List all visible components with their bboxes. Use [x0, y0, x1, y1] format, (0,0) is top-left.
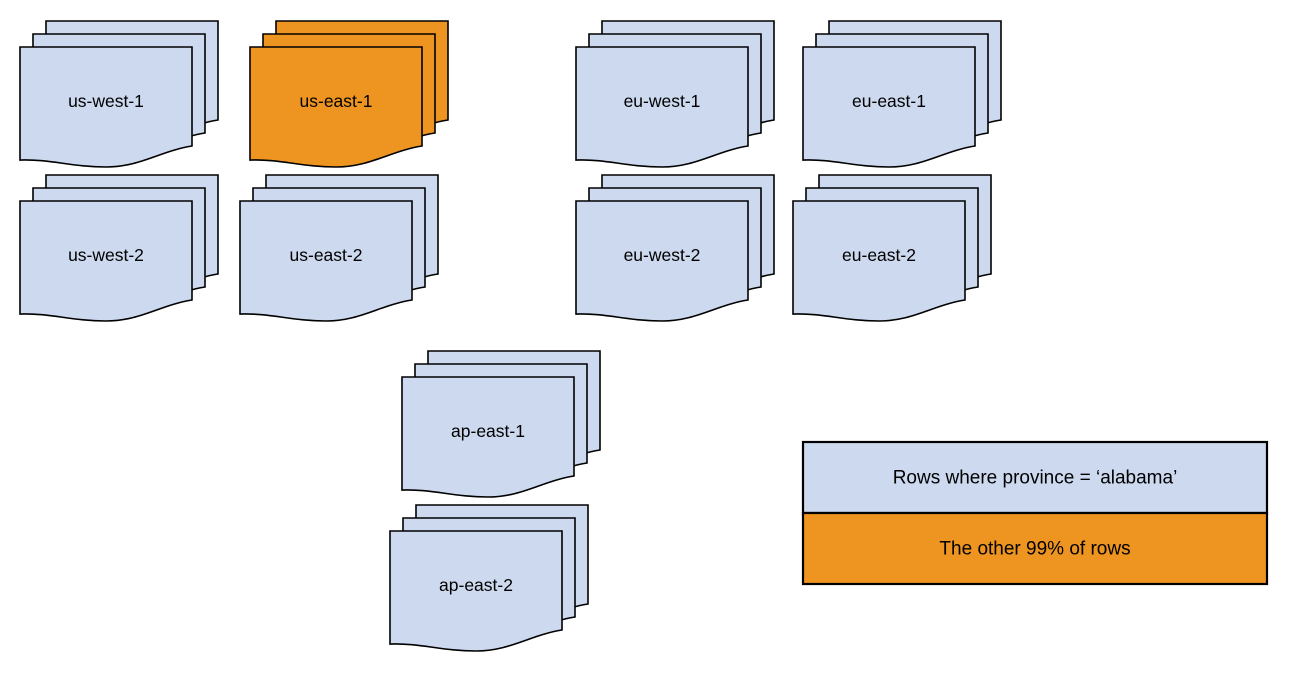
legend-row-filtered: Rows where province = ‘alabama’	[801, 440, 1269, 515]
region-stack-label: ap-east-1	[451, 421, 525, 441]
document-sheet	[389, 530, 563, 652]
region-stacks: us-west-1 us-west-2 us-east-1 us-east-2 eu-w…	[19, 20, 1002, 652]
document-sheet	[802, 46, 976, 168]
region-stack-eu-west-1[interactable]: eu-west-1	[575, 20, 775, 168]
document-sheet	[792, 200, 966, 322]
region-stack-label: eu-east-1	[852, 91, 926, 111]
region-stack-us-east-1[interactable]: us-east-1	[249, 20, 449, 168]
region-stack-us-east-2[interactable]: us-east-2	[239, 174, 439, 322]
region-stack-label: us-west-1	[68, 91, 144, 111]
document-sheet	[239, 200, 413, 322]
region-stack-eu-east-2[interactable]: eu-east-2	[792, 174, 992, 322]
region-stack-label: us-east-2	[290, 245, 363, 265]
legend-swatch	[801, 511, 1269, 586]
region-stack-ap-east-1[interactable]: ap-east-1	[401, 350, 601, 498]
document-sheet	[19, 200, 193, 322]
region-stack-us-west-2[interactable]: us-west-2	[19, 174, 219, 322]
region-stack-label: eu-east-2	[842, 245, 916, 265]
document-sheet	[249, 46, 423, 168]
region-stack-eu-east-1[interactable]: eu-east-1	[802, 20, 1002, 168]
region-stack-us-west-1[interactable]: us-west-1	[19, 20, 219, 168]
document-sheet	[575, 46, 749, 168]
region-stack-eu-west-2[interactable]: eu-west-2	[575, 174, 775, 322]
document-sheet	[19, 46, 193, 168]
region-stack-label: eu-west-1	[624, 91, 701, 111]
region-stack-label: eu-west-2	[624, 245, 701, 265]
document-sheet	[401, 376, 575, 498]
region-stack-label: us-west-2	[68, 245, 144, 265]
legend-row-other: The other 99% of rows	[801, 511, 1269, 586]
document-sheet	[575, 200, 749, 322]
legend-swatch	[801, 440, 1269, 515]
region-stack-label: ap-east-2	[439, 575, 513, 595]
legend: Rows where province = ‘alabama’ The other…	[801, 440, 1269, 586]
legend-label: The other 99% of rows	[939, 539, 1130, 560]
legend-label: Rows where province = ‘alabama’	[893, 468, 1178, 489]
region-stack-label: us-east-1	[300, 91, 373, 111]
region-stack-ap-east-2[interactable]: ap-east-2	[389, 504, 589, 652]
